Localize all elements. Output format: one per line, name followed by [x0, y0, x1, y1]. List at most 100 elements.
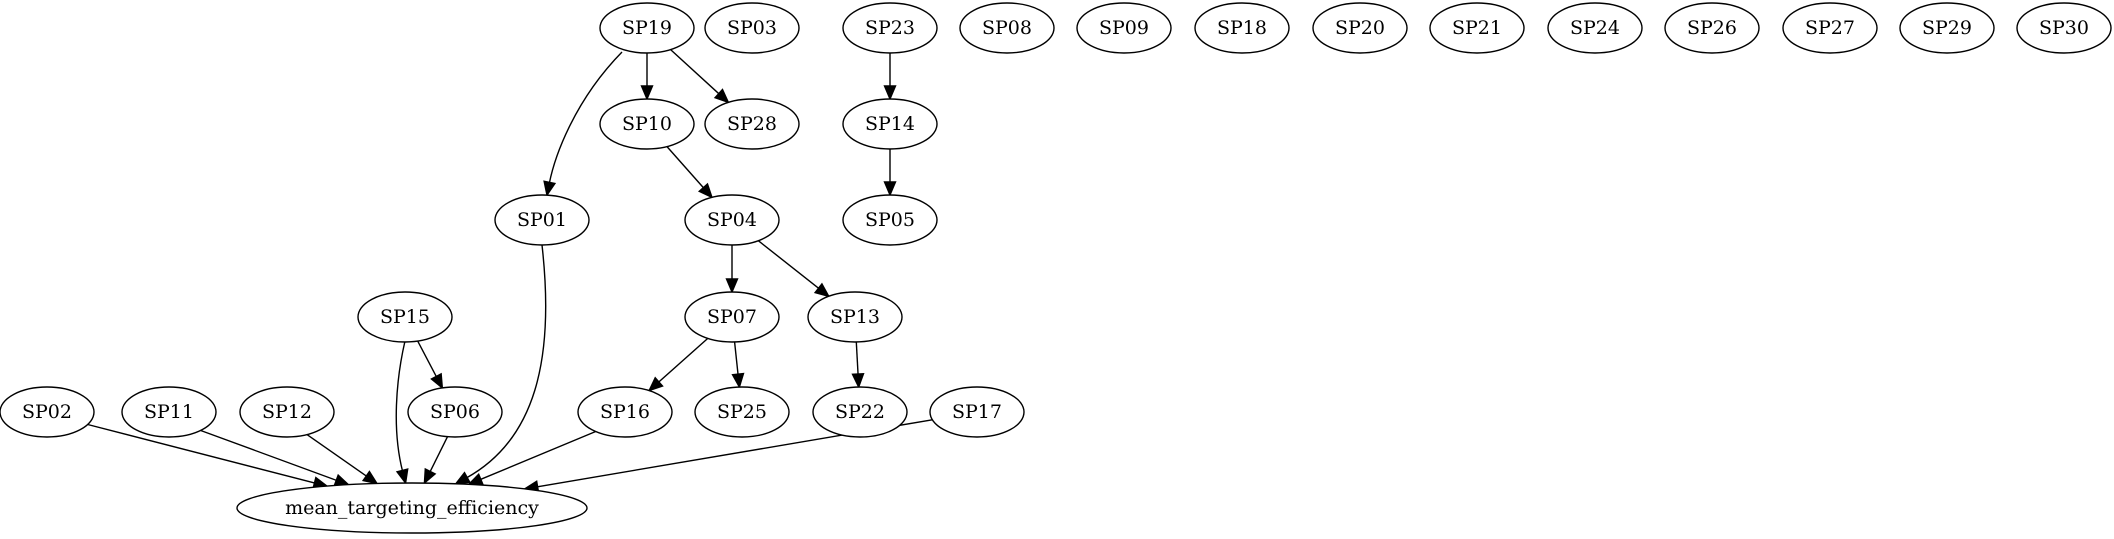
edges-layer — [87, 49, 933, 494]
edge-sp13-to-sp22 — [851, 341, 865, 389]
node-ellipse — [239, 386, 335, 438]
node-sp28: SP28 — [704, 98, 800, 150]
arrowhead — [725, 278, 739, 294]
node-ellipse — [599, 98, 695, 150]
node-label: SP24 — [1570, 17, 1620, 39]
arrowhead — [333, 473, 351, 487]
edge-sp11-to-mean-targeting-efficiency — [200, 429, 351, 487]
node-sp14: SP14 — [842, 98, 938, 150]
node-sp23: SP23 — [842, 2, 938, 54]
node-ellipse — [1429, 2, 1525, 54]
node-label: SP18 — [1217, 17, 1267, 39]
node-sp03: SP03 — [704, 2, 800, 54]
edge-line — [479, 430, 596, 481]
node-label: SP08 — [982, 17, 1032, 39]
node-ellipse — [494, 194, 590, 246]
edge-line — [670, 49, 720, 95]
arrowhead — [883, 85, 897, 101]
node-label: SP16 — [600, 401, 650, 423]
arrowhead — [361, 470, 379, 485]
node-label: SP23 — [865, 17, 915, 39]
node-ellipse — [357, 291, 453, 343]
arrowhead — [543, 180, 557, 197]
node-label: SP09 — [1099, 17, 1149, 39]
node-label: SP14 — [865, 113, 915, 135]
arrowhead — [883, 181, 897, 197]
arrowhead — [813, 282, 831, 298]
node-sp30: SP30 — [2016, 2, 2112, 54]
node-sp06: SP06 — [407, 386, 503, 438]
node-ellipse — [1194, 2, 1290, 54]
node-sp24: SP24 — [1547, 2, 1643, 54]
edge-line — [657, 337, 709, 384]
node-ellipse — [959, 2, 1055, 54]
node-ellipse — [704, 98, 800, 150]
node-sp05: SP05 — [842, 194, 938, 246]
edge-line — [395, 340, 406, 472]
edge-sp04-to-sp13 — [757, 240, 831, 298]
node-label: SP21 — [1452, 17, 1502, 39]
node-ellipse — [1312, 2, 1408, 54]
arrowhead — [647, 376, 664, 392]
arrowhead — [430, 372, 444, 390]
node-sp20: SP20 — [1312, 2, 1408, 54]
edge-line — [855, 341, 859, 376]
node-ellipse — [694, 386, 790, 438]
edge-line — [200, 429, 338, 482]
node-ellipse — [842, 98, 938, 150]
node-sp21: SP21 — [1429, 2, 1525, 54]
node-ellipse — [2016, 2, 2112, 54]
node-label: SP06 — [430, 401, 480, 423]
edge-line — [757, 240, 820, 290]
node-label: SP12 — [262, 401, 312, 423]
node-sp12: SP12 — [239, 386, 335, 438]
edge-sp16-to-mean-targeting-efficiency — [467, 430, 596, 486]
node-label: SP07 — [707, 306, 757, 328]
node-label: SP11 — [144, 401, 194, 423]
node-sp19: SP19 — [599, 2, 695, 54]
node-ellipse — [807, 291, 903, 343]
node-label: SP19 — [622, 17, 672, 39]
node-sp17: SP17 — [929, 386, 1025, 438]
edge-sp23-to-sp14 — [883, 53, 897, 101]
node-label: SP28 — [727, 113, 777, 135]
node-ellipse — [1076, 2, 1172, 54]
node-label: SP02 — [22, 401, 72, 423]
node-ellipse — [704, 2, 800, 54]
node-label: SP27 — [1805, 17, 1855, 39]
node-label: SP29 — [1922, 17, 1972, 39]
node-ellipse — [236, 482, 588, 534]
node-sp10: SP10 — [599, 98, 695, 150]
node-sp18: SP18 — [1194, 2, 1290, 54]
edge-sp14-to-sp05 — [883, 149, 897, 197]
edge-sp19-to-sp01 — [543, 51, 623, 197]
node-sp02: SP02 — [0, 386, 95, 438]
edge-line — [87, 423, 316, 484]
node-ellipse — [929, 386, 1025, 438]
node-mean-targeting-efficiency: mean_targeting_efficiency — [236, 482, 588, 534]
arrowhead — [454, 471, 471, 485]
node-sp07: SP07 — [684, 291, 780, 343]
edge-sp07-to-sp25 — [731, 341, 745, 389]
node-sp11: SP11 — [121, 386, 217, 438]
node-ellipse — [684, 194, 780, 246]
node-label: SP22 — [835, 401, 885, 423]
edge-line — [306, 434, 368, 478]
edge-sp19-to-sp10 — [640, 53, 654, 101]
arrowhead — [851, 372, 865, 389]
node-sp22: SP22 — [812, 386, 908, 438]
node-label: SP30 — [2039, 17, 2089, 39]
node-label: SP10 — [622, 113, 672, 135]
node-sp04: SP04 — [684, 194, 780, 246]
node-sp25: SP25 — [694, 386, 790, 438]
node-ellipse — [407, 386, 503, 438]
node-ellipse — [842, 194, 938, 246]
node-label: SP01 — [517, 209, 567, 231]
node-label: SP04 — [707, 209, 757, 231]
node-sp16: SP16 — [577, 386, 673, 438]
node-sp29: SP29 — [1899, 2, 1995, 54]
node-label: SP20 — [1335, 17, 1385, 39]
arrowhead — [731, 372, 745, 389]
